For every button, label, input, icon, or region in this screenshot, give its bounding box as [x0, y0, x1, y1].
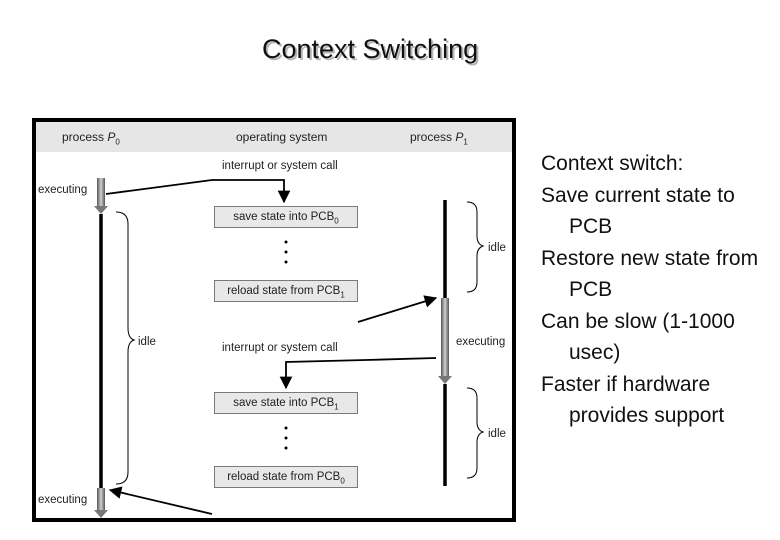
p0-exec-arrowhead-bottom — [94, 510, 108, 518]
p0-executing-bar-top — [97, 178, 105, 208]
interrupt-label-1: interrupt or system call — [222, 160, 338, 172]
p0-exec-arrowhead-top — [94, 206, 108, 214]
interrupt-label-2: interrupt or system call — [222, 342, 338, 354]
p1-executing-label: executing — [456, 336, 506, 348]
save-state-pcb1-box: save state into PCB1 — [214, 392, 358, 414]
arrow-p0-to-save-pcb0 — [105, 179, 291, 204]
header-process-p0: process P0 — [62, 130, 120, 147]
p0-idle-label: idle — [138, 336, 156, 348]
arrow-p1-to-save-pcb1 — [279, 357, 437, 390]
bullet-item: Context switch: — [541, 152, 684, 175]
bullet-item: Save current state to PCB — [541, 183, 735, 239]
p0-executing-bar-bottom — [97, 488, 105, 512]
bullet-list: Context switch: Save current state to PC… — [541, 148, 773, 432]
slide-title: Context Switching — [262, 34, 479, 64]
header-process-p1: process P1 — [410, 130, 468, 147]
bullet-item: Can be slow (1-1000 usec) — [541, 309, 735, 365]
header-operating-system: operating system — [236, 130, 328, 144]
diagram-canvas: process P0 operating system process P1 — [36, 122, 512, 518]
p0-idle-brace — [115, 211, 136, 485]
diagram-lines — [94, 178, 485, 518]
os-continuation-dots-2 — [284, 426, 288, 450]
arrow-reload-pcb1-to-p1 — [357, 295, 438, 323]
p1-idle-label-bottom: idle — [488, 428, 506, 440]
save-state-pcb0-box: save state into PCB0 — [214, 206, 358, 228]
p1-idle-brace-bottom — [466, 387, 485, 479]
os-continuation-dots-1 — [284, 240, 288, 264]
bullet-item: Restore new state from PCB — [541, 246, 759, 302]
p1-executing-bar — [441, 298, 449, 378]
arrow-reload-pcb0-to-p0 — [108, 486, 213, 515]
reload-state-pcb0-box: reload state from PCB0 — [214, 466, 358, 488]
bullet-item: Faster if hardware provides support — [541, 372, 725, 428]
context-switch-diagram: process P0 operating system process P1 — [32, 118, 516, 522]
p0-executing-label-bottom: executing — [38, 494, 88, 506]
p1-exec-arrowhead — [438, 376, 452, 384]
reload-state-pcb1-box: reload state from PCB1 — [214, 280, 358, 302]
p0-executing-label-top: executing — [38, 184, 88, 196]
p1-idle-brace-top — [466, 201, 485, 293]
p1-idle-label-top: idle — [488, 242, 506, 254]
diagram-header — [36, 122, 512, 152]
